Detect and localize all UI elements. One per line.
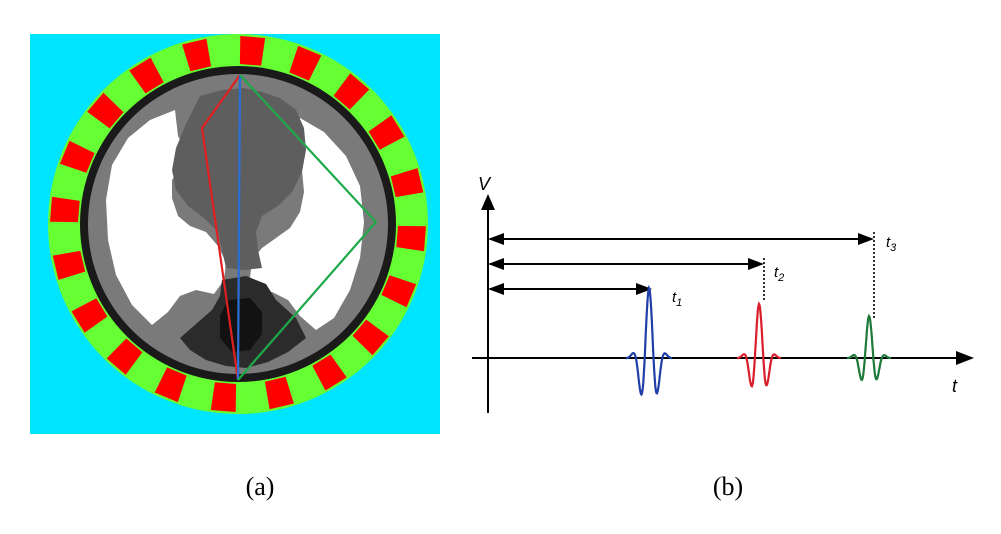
pulse-t1-blue: [626, 284, 673, 397]
transducer-element: [71, 115, 108, 150]
transducer-element: [368, 115, 405, 150]
tof-arrow-t2: [488, 258, 765, 300]
y-axis-arrowhead: [481, 194, 495, 210]
transducer-element: [50, 225, 80, 252]
x-axis-label: t: [952, 376, 958, 396]
transducer-element: [129, 57, 164, 94]
transducer-element: [312, 354, 347, 391]
transducer-element: [182, 376, 212, 410]
panel-a-label: (a): [246, 472, 275, 501]
y-axis-label: V: [478, 174, 492, 194]
x-axis-arrowhead: [956, 351, 974, 365]
transducer-element: [210, 36, 237, 66]
t1-label: t1: [672, 289, 682, 309]
transducer-element: [59, 140, 95, 173]
transducer-element: [396, 196, 426, 223]
transducer-element: [239, 36, 266, 66]
t3-label: t3: [886, 234, 897, 254]
transducer-element: [381, 140, 417, 173]
transducer-element: [154, 367, 187, 403]
transducer-element: [71, 298, 108, 333]
transducer-element: [368, 298, 405, 333]
transducer-element: [106, 338, 143, 375]
transducer-element: [50, 196, 80, 223]
transducer-elements: [50, 36, 426, 412]
tof-arrow-t1: [488, 283, 652, 295]
tof-arrow-t3: [488, 232, 875, 318]
pulse-t3-green: [846, 313, 892, 382]
transducer-element: [87, 319, 124, 356]
t2-label: t2: [774, 264, 784, 284]
panel-b-label: (b): [713, 472, 743, 501]
transducer-element: [154, 45, 187, 81]
ray-red: [200, 74, 241, 381]
transducer-element: [352, 319, 389, 356]
transducer-element: [129, 354, 164, 391]
transducer-element: [52, 250, 86, 280]
transducer-element: [333, 73, 370, 110]
transducer-element: [87, 92, 124, 129]
ray-blue: [236, 74, 242, 381]
transducer-element: [239, 382, 266, 412]
transducer-element: [352, 92, 389, 129]
transducer-element: [289, 45, 322, 81]
transducer-element: [390, 250, 424, 280]
transducer-element: [289, 367, 322, 403]
transducer-element: [312, 57, 347, 94]
left-lung: [106, 110, 226, 325]
panel-a: (a): [30, 34, 440, 501]
ray-green: [237, 74, 378, 381]
transducer-element: [52, 168, 86, 198]
pulse-t2-red: [737, 301, 782, 388]
transducer-element: [264, 38, 294, 72]
right-lung: [250, 118, 364, 330]
transducer-element: [106, 73, 143, 110]
transducer-element: [396, 225, 426, 252]
transducer-element: [333, 338, 370, 375]
transducer-element: [264, 376, 294, 410]
panel-b: V t t1 t2 t3: [472, 174, 974, 501]
transducer-element: [59, 275, 95, 308]
transducer-element: [210, 382, 237, 412]
vertebra: [220, 298, 262, 352]
transducer-element: [381, 275, 417, 308]
transducer-element: [182, 38, 212, 72]
transducer-element: [390, 168, 424, 198]
